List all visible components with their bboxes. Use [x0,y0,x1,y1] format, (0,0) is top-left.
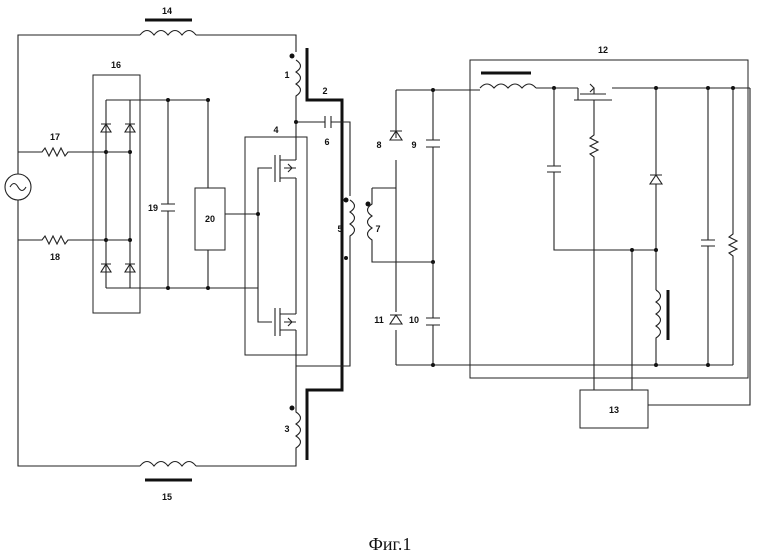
bridge-box-16 [93,75,140,313]
label-1: 1 [284,70,289,80]
label-4: 4 [273,125,278,135]
winding-5 [296,198,355,367]
label-11: 11 [374,315,384,325]
capacitor-19 [161,98,175,290]
winding-1 [290,54,301,121]
winding-3 [290,365,301,455]
label-2: 2 [322,86,327,96]
label-18: 18 [50,252,60,262]
block-12 [470,60,748,378]
label-7: 7 [375,224,380,234]
inductor-15 [140,455,296,480]
label-3: 3 [284,424,289,434]
transistor-upper [258,120,296,245]
label-20: 20 [205,214,215,224]
label-14: 14 [162,6,172,16]
bridge-rectifier [101,100,258,288]
transistor-lower [256,212,296,365]
label-6: 6 [324,137,329,147]
capacitor-9 [426,88,440,264]
capacitor-10 [426,262,440,367]
label-16: 16 [111,60,121,70]
label-5: 5 [337,224,342,234]
label-12: 12 [598,45,608,55]
switch-box-4 [245,137,307,355]
block-20 [195,98,258,290]
inductor-14 [140,20,296,52]
label-19: 19 [148,203,158,213]
label-17: 17 [50,132,60,142]
label-15: 15 [162,492,172,502]
core-2 [307,48,342,460]
label-9: 9 [411,140,416,150]
label-8: 8 [376,140,381,150]
label-13: 13 [609,405,619,415]
figure-caption: Фиг.1 [369,534,412,554]
diode-8 [390,90,402,188]
converter-circuit [470,73,750,405]
ac-source [5,174,31,200]
label-10: 10 [409,315,419,325]
diode-11 [390,188,402,365]
